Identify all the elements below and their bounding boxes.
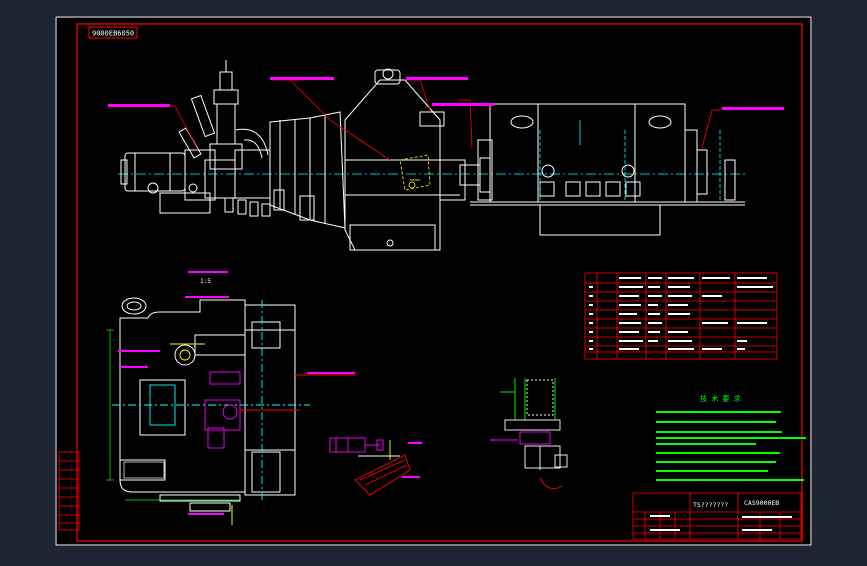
section-view: 1:5 xyxy=(119,278,296,525)
detail-view-a xyxy=(329,437,422,496)
callout-labels xyxy=(108,77,784,273)
drawing-sheet xyxy=(55,16,812,546)
parts-list-table xyxy=(584,272,778,360)
title-block-label: TS??????? xyxy=(693,501,728,509)
inner-frame xyxy=(76,23,803,542)
title-block xyxy=(632,492,802,540)
outer-border xyxy=(55,16,812,546)
detail-view-b xyxy=(490,378,568,490)
corner-code-box xyxy=(88,26,138,39)
section-view-accents xyxy=(112,300,355,500)
title-block-fill xyxy=(650,515,792,531)
parts-list-entries xyxy=(589,277,773,350)
corner-code: 9000EB6050 xyxy=(92,30,134,38)
notes-title: 技 术 要 求 xyxy=(700,394,741,403)
section-view-dimension-labels xyxy=(118,296,355,515)
title-block-number: CAS9000EB xyxy=(744,499,779,507)
technical-notes: 技 术 要 求 xyxy=(656,394,806,481)
main-assembly-view xyxy=(118,60,745,251)
revision-strip xyxy=(58,451,80,531)
section-dimensions xyxy=(106,329,240,501)
main-view-accents xyxy=(399,120,721,200)
section-label: 1:5 xyxy=(200,278,211,285)
